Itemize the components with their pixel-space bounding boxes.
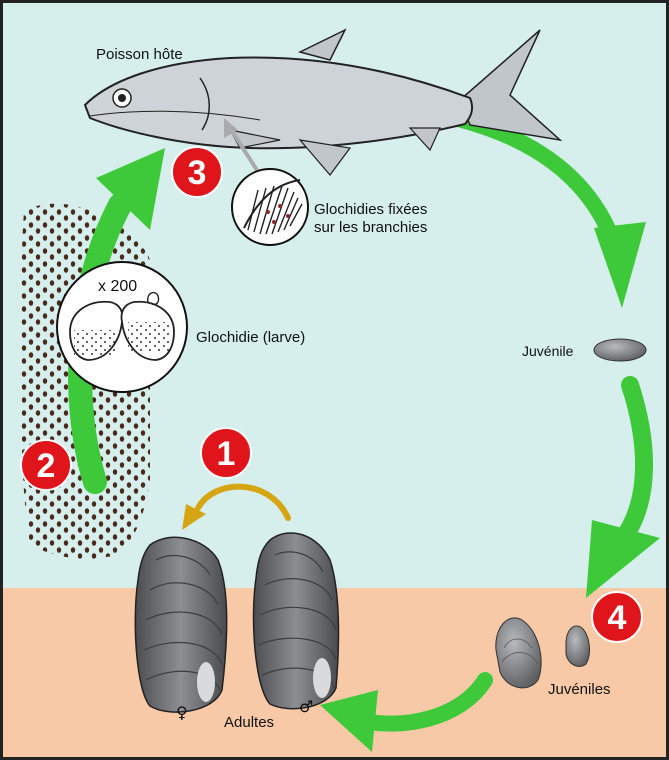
- label-larva: Glochidie (larve): [196, 329, 305, 346]
- step-3-number: 3: [188, 154, 207, 192]
- step-badge-4: 4: [592, 592, 642, 642]
- step-badge-2: 2: [21, 440, 71, 490]
- female-symbol: ♀: [176, 703, 188, 722]
- step-badge-1: 1: [201, 428, 251, 478]
- label-adults: Adultes: [224, 714, 274, 731]
- step-4-number: 4: [608, 599, 627, 637]
- male-symbol: ♂: [299, 697, 313, 716]
- gills-inset: [232, 169, 308, 245]
- label-magnification: x 200: [98, 278, 137, 295]
- juvenile-shell: [594, 339, 646, 361]
- step-1-number: 1: [217, 435, 236, 473]
- label-juvenile: Juvénile: [522, 343, 574, 359]
- label-gills-line1: Glochidies fixées: [314, 201, 427, 218]
- label-host-fish: Poisson hôte: [96, 46, 183, 63]
- female-adult-shell: [135, 537, 226, 712]
- step-badge-3: 3: [172, 147, 222, 197]
- label-juveniles: Juvéniles: [548, 681, 611, 698]
- step-2-number: 2: [37, 447, 56, 485]
- label-gills-line2: sur les branchies: [314, 219, 427, 236]
- male-adult-shell: [254, 533, 339, 709]
